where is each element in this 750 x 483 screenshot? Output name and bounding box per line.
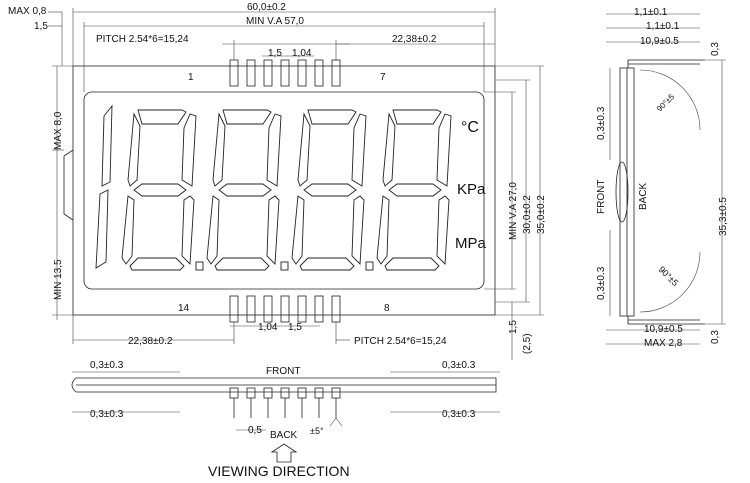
mpa-symbol: MPa xyxy=(455,235,487,252)
bottom-angle-arc xyxy=(639,251,701,313)
dim-min-13-5: MIN 13,5 xyxy=(53,259,64,300)
digit-one xyxy=(95,104,113,269)
side-dim-b3: 0,3 xyxy=(710,330,721,344)
pin-label-8: 8 xyxy=(384,303,390,314)
dim-height-35: 35,0±0.2 xyxy=(536,195,547,234)
side-dim-height: 35,3±0.5 xyxy=(718,197,729,236)
bottom-view-pins xyxy=(229,387,341,418)
side-dim-left-top: 0,3±0.3 xyxy=(596,106,607,140)
dim-min-va-27: MIN V.A 27,0 xyxy=(508,182,519,240)
top-dimensions xyxy=(48,8,496,92)
side-dim-t1: 1,1±0.1 xyxy=(634,7,668,18)
dim-min-va-57: MIN V.A 57,0 xyxy=(246,16,304,27)
side-back-label: BACK xyxy=(638,182,649,210)
left-dimensions xyxy=(52,65,73,320)
side-bulge xyxy=(63,149,74,221)
pin-label-7: 7 xyxy=(380,72,386,83)
dim-left-offset: 22,38±0.2 xyxy=(128,336,173,347)
side-dim-b2: MAX 2,8 xyxy=(644,338,683,349)
bottom-pins xyxy=(229,295,341,323)
bottom-dim-tr: 0,3±0.3 xyxy=(442,360,476,371)
bottom-front-label: FRONT xyxy=(266,366,300,377)
pin-label-1: 1 xyxy=(188,72,194,83)
dim-1-5-top: 1,5 xyxy=(34,21,48,32)
side-angle-bot: 90°±5 xyxy=(657,264,681,288)
dim-width-60: 60,0±0.2 xyxy=(247,2,286,13)
bottom-view xyxy=(71,371,500,463)
right-dimensions xyxy=(484,65,544,360)
dim-1-5-right: 1,5 xyxy=(508,320,519,334)
top-angle-arc xyxy=(639,69,701,131)
dim-pitch-bottom: PITCH 2.54*6=15,24 xyxy=(354,336,447,347)
viewing-area xyxy=(83,91,485,290)
top-pins xyxy=(229,59,341,87)
side-dim-t3: 10,9±0.5 xyxy=(640,36,679,47)
dim-pin-1-04-bottom: 1,04 xyxy=(258,322,278,333)
front-view: 1 7 14 8 xyxy=(8,2,547,360)
celsius-symbol: °C xyxy=(461,119,479,136)
dim-2-5-right: (2,5) xyxy=(522,333,533,354)
bottom-back-label: BACK xyxy=(270,430,298,441)
bottom-angle: ±5° xyxy=(310,426,324,436)
dim-height-30: 30,0±0.2 xyxy=(522,195,533,234)
bottom-body xyxy=(71,377,497,393)
bottom-dim-br: 0,3±0.3 xyxy=(442,409,476,420)
dim-pin-1-5-top: 1,5 xyxy=(268,48,282,59)
dim-pin-1-5-bottom: 1,5 xyxy=(288,322,302,333)
bottom-dim-tl: 0,3±0.3 xyxy=(90,360,124,371)
viewing-direction-label: VIEWING DIRECTION xyxy=(208,463,350,479)
side-dim-t2: 1,1±0.1 xyxy=(646,21,680,32)
dim-right-offset: 22,38±0.2 xyxy=(392,34,437,45)
kpa-symbol: KPa xyxy=(457,181,486,198)
side-dim-left-bot: 0,3±0.3 xyxy=(596,266,607,300)
side-dim-b1: 10,9±0.5 xyxy=(644,324,683,335)
dim-max-8-0: MAX 8,0 xyxy=(53,111,64,150)
side-dim-t4: 0,3 xyxy=(710,42,721,56)
side-seal xyxy=(615,161,629,223)
bottom-dimensions xyxy=(72,315,350,344)
side-front-label: FRONT xyxy=(596,180,607,214)
bottom-dim-pin-0-5: 0,5 xyxy=(248,425,262,436)
seven-segment-digits xyxy=(121,109,452,271)
lcd-outline xyxy=(72,65,496,316)
dim-pitch-top: PITCH 2.54*6=15,24 xyxy=(96,34,189,45)
dim-max-0-8: MAX 0,8 xyxy=(8,6,47,17)
bottom-dim-bl: 0,3±0.3 xyxy=(90,409,124,420)
viewing-arrow-icon xyxy=(270,443,298,463)
pin-label-14: 14 xyxy=(178,303,190,314)
side-view xyxy=(606,13,726,345)
dim-pin-1-04-top: 1,04 xyxy=(292,48,312,59)
side-angle-top: 90°±5 xyxy=(655,92,677,114)
